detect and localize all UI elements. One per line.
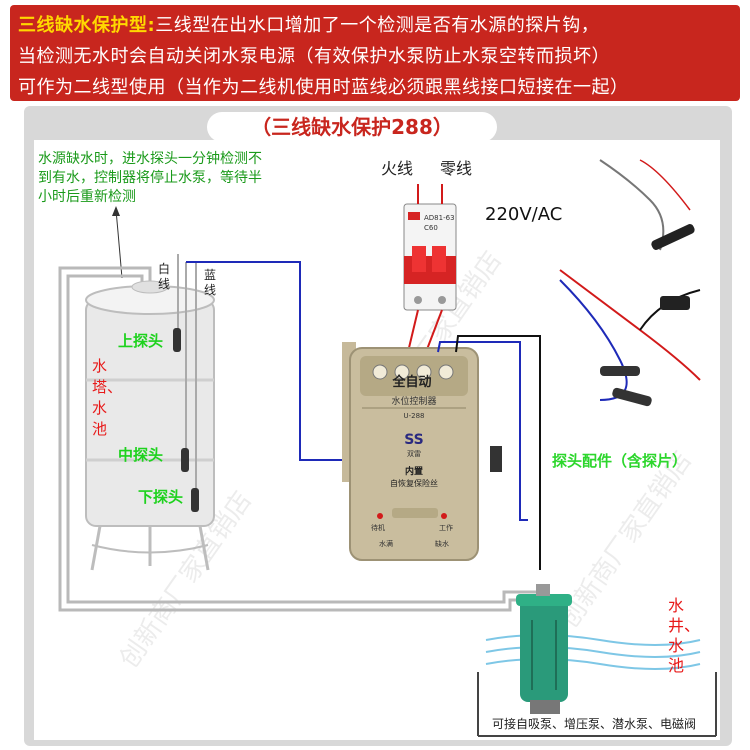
- upper-probe-label: 上探头: [118, 330, 163, 351]
- controller-logo: SS: [404, 432, 424, 448]
- led-empty-label: 缺水: [435, 539, 449, 548]
- controller-subtitle: 水位控制器: [391, 395, 436, 407]
- well-pool-label: 水井、水池: [668, 596, 686, 676]
- controller-internal: 内置: [405, 465, 423, 477]
- note-arrowhead: [112, 206, 120, 216]
- pump-types-label: 可接自吸泵、增压泵、潜水泵、电磁阀: [492, 715, 696, 732]
- probe-accessories: [560, 160, 700, 407]
- controller-brand: 双雷: [407, 450, 421, 458]
- voltage-label: 220V/AC: [485, 204, 562, 225]
- controller-model: U-288: [403, 412, 424, 420]
- shortage-note: 水源缺水时，进水探头一分钟检测不到有水，控制器将停止水泵，等待半小时后重新检测: [38, 150, 273, 207]
- live-wire: [408, 310, 418, 352]
- output-socket: [490, 446, 502, 472]
- probe-parts-label: 探头配件（含探片）: [552, 450, 687, 471]
- controller-title: 全自动: [391, 374, 431, 390]
- btn-standby-label: 待机: [371, 523, 385, 532]
- submersible-pump: [516, 584, 572, 714]
- lower-probe-label: 下探头: [138, 486, 183, 507]
- upper-probe: [173, 328, 181, 352]
- middle-probe-label: 中探头: [118, 444, 163, 465]
- white-line-label: 白线: [158, 262, 172, 292]
- led-full-label: 水满: [379, 539, 393, 548]
- middle-probe: [181, 448, 189, 472]
- btn-work-label: 工作: [439, 523, 453, 532]
- zero-line-label: 零线: [440, 155, 472, 179]
- fire-line-label: 火线: [381, 155, 413, 179]
- lower-probe: [191, 488, 199, 512]
- controller-protect: 自恢复保险丝: [390, 478, 438, 488]
- breaker-label: AD81-63: [424, 214, 455, 222]
- tower-pool-label: 水塔、水池: [92, 356, 110, 440]
- breaker-rating: C60: [424, 224, 438, 232]
- blue-line-label: 蓝线: [204, 268, 218, 298]
